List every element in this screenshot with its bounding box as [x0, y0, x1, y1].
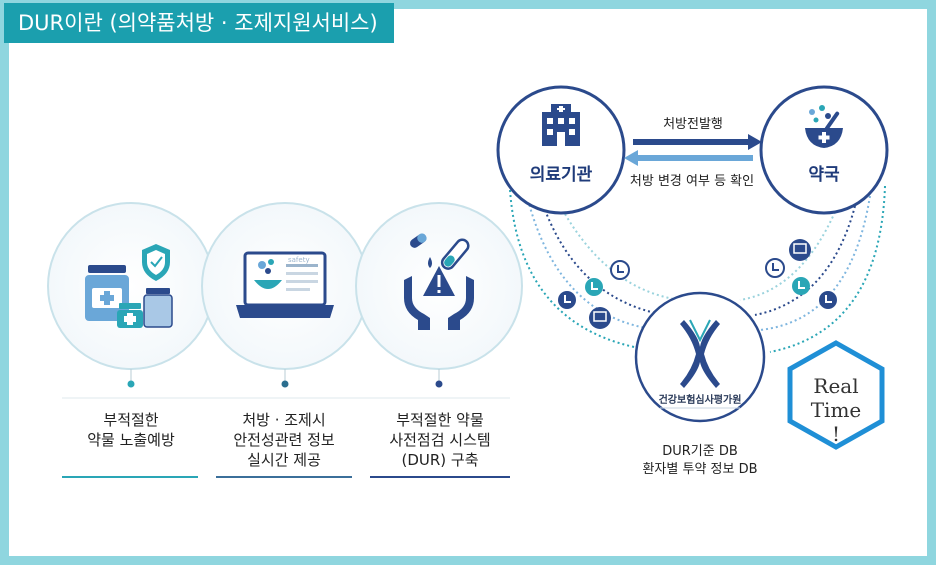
hands-warning-icon: [404, 233, 474, 330]
hira-logo-icon: [680, 319, 720, 388]
hospital-node: [496, 85, 626, 215]
db-line2: 환자별 투약 정보 DB: [642, 462, 758, 477]
dot-3: [435, 380, 443, 388]
db-node: [634, 291, 766, 423]
realtime-line1: Real: [813, 374, 859, 398]
arrow-left: [624, 150, 753, 166]
item-2-line1: 처방 · 조제시: [242, 411, 326, 429]
data-badges: [558, 239, 837, 329]
page-title: DUR이란 (의약품처방 · 조제지원서비스): [4, 3, 394, 43]
left-circles-group: safety: [47, 202, 523, 478]
realtime-label: Real Time !: [796, 374, 876, 446]
pharmacy-node: [759, 85, 889, 215]
db-line1: DUR기준 DB: [662, 444, 738, 459]
item-2-line3: 실시간 제공: [247, 451, 321, 469]
monitor-badge: [589, 307, 611, 329]
arrow-right: [633, 134, 762, 150]
item-3-line1: 부적절한 약물: [396, 411, 484, 429]
mortar-pestle-icon: [805, 105, 843, 148]
item-1-label: 부적절한 약물 노출예방: [62, 410, 200, 450]
svg-text:safety: safety: [288, 256, 310, 264]
dot-1: [127, 380, 135, 388]
realtime-line2: Time: [810, 398, 862, 422]
item-3-label: 부적절한 약물 사전점검 시스템 (DUR) 구축: [368, 410, 512, 470]
laptop-safety-icon: safety: [236, 251, 334, 318]
hospital-icon: [542, 104, 580, 146]
clock-badge: [585, 278, 603, 296]
clock-badge: [558, 291, 576, 309]
hospital-label: 의료기관: [529, 165, 593, 185]
medicine-bottles-shield-icon: [85, 244, 173, 328]
realtime-line3: !: [831, 422, 841, 446]
item-1-line2: 약물 노출예방: [87, 431, 175, 449]
hira-logo-text: 건강보험심사평가원: [658, 395, 742, 406]
circle-1: [47, 202, 215, 370]
clock-badge: [792, 277, 810, 295]
clock-badge: [819, 291, 837, 309]
clock-badge: [610, 260, 630, 280]
arrow-bottom-label: 처방 변경 여부 등 확인: [629, 174, 755, 189]
flow-diagram: [496, 85, 889, 450]
item-2-line2: 안전성관련 정보: [233, 431, 335, 449]
realtime-hexagon: [787, 340, 885, 450]
item-3-line3: (DUR) 구축: [401, 451, 479, 469]
dot-2: [281, 380, 289, 388]
item-1-line1: 부적절한: [103, 411, 159, 429]
item-3-line2: 사전점검 시스템: [389, 431, 491, 449]
pharmacy-label: 약국: [808, 165, 840, 185]
arrow-top-label: 처방전발행: [663, 117, 723, 132]
monitor-badge: [789, 239, 811, 261]
clock-badge: [765, 258, 785, 278]
item-2-label: 처방 · 조제시 안전성관련 정보 실시간 제공: [214, 410, 354, 470]
